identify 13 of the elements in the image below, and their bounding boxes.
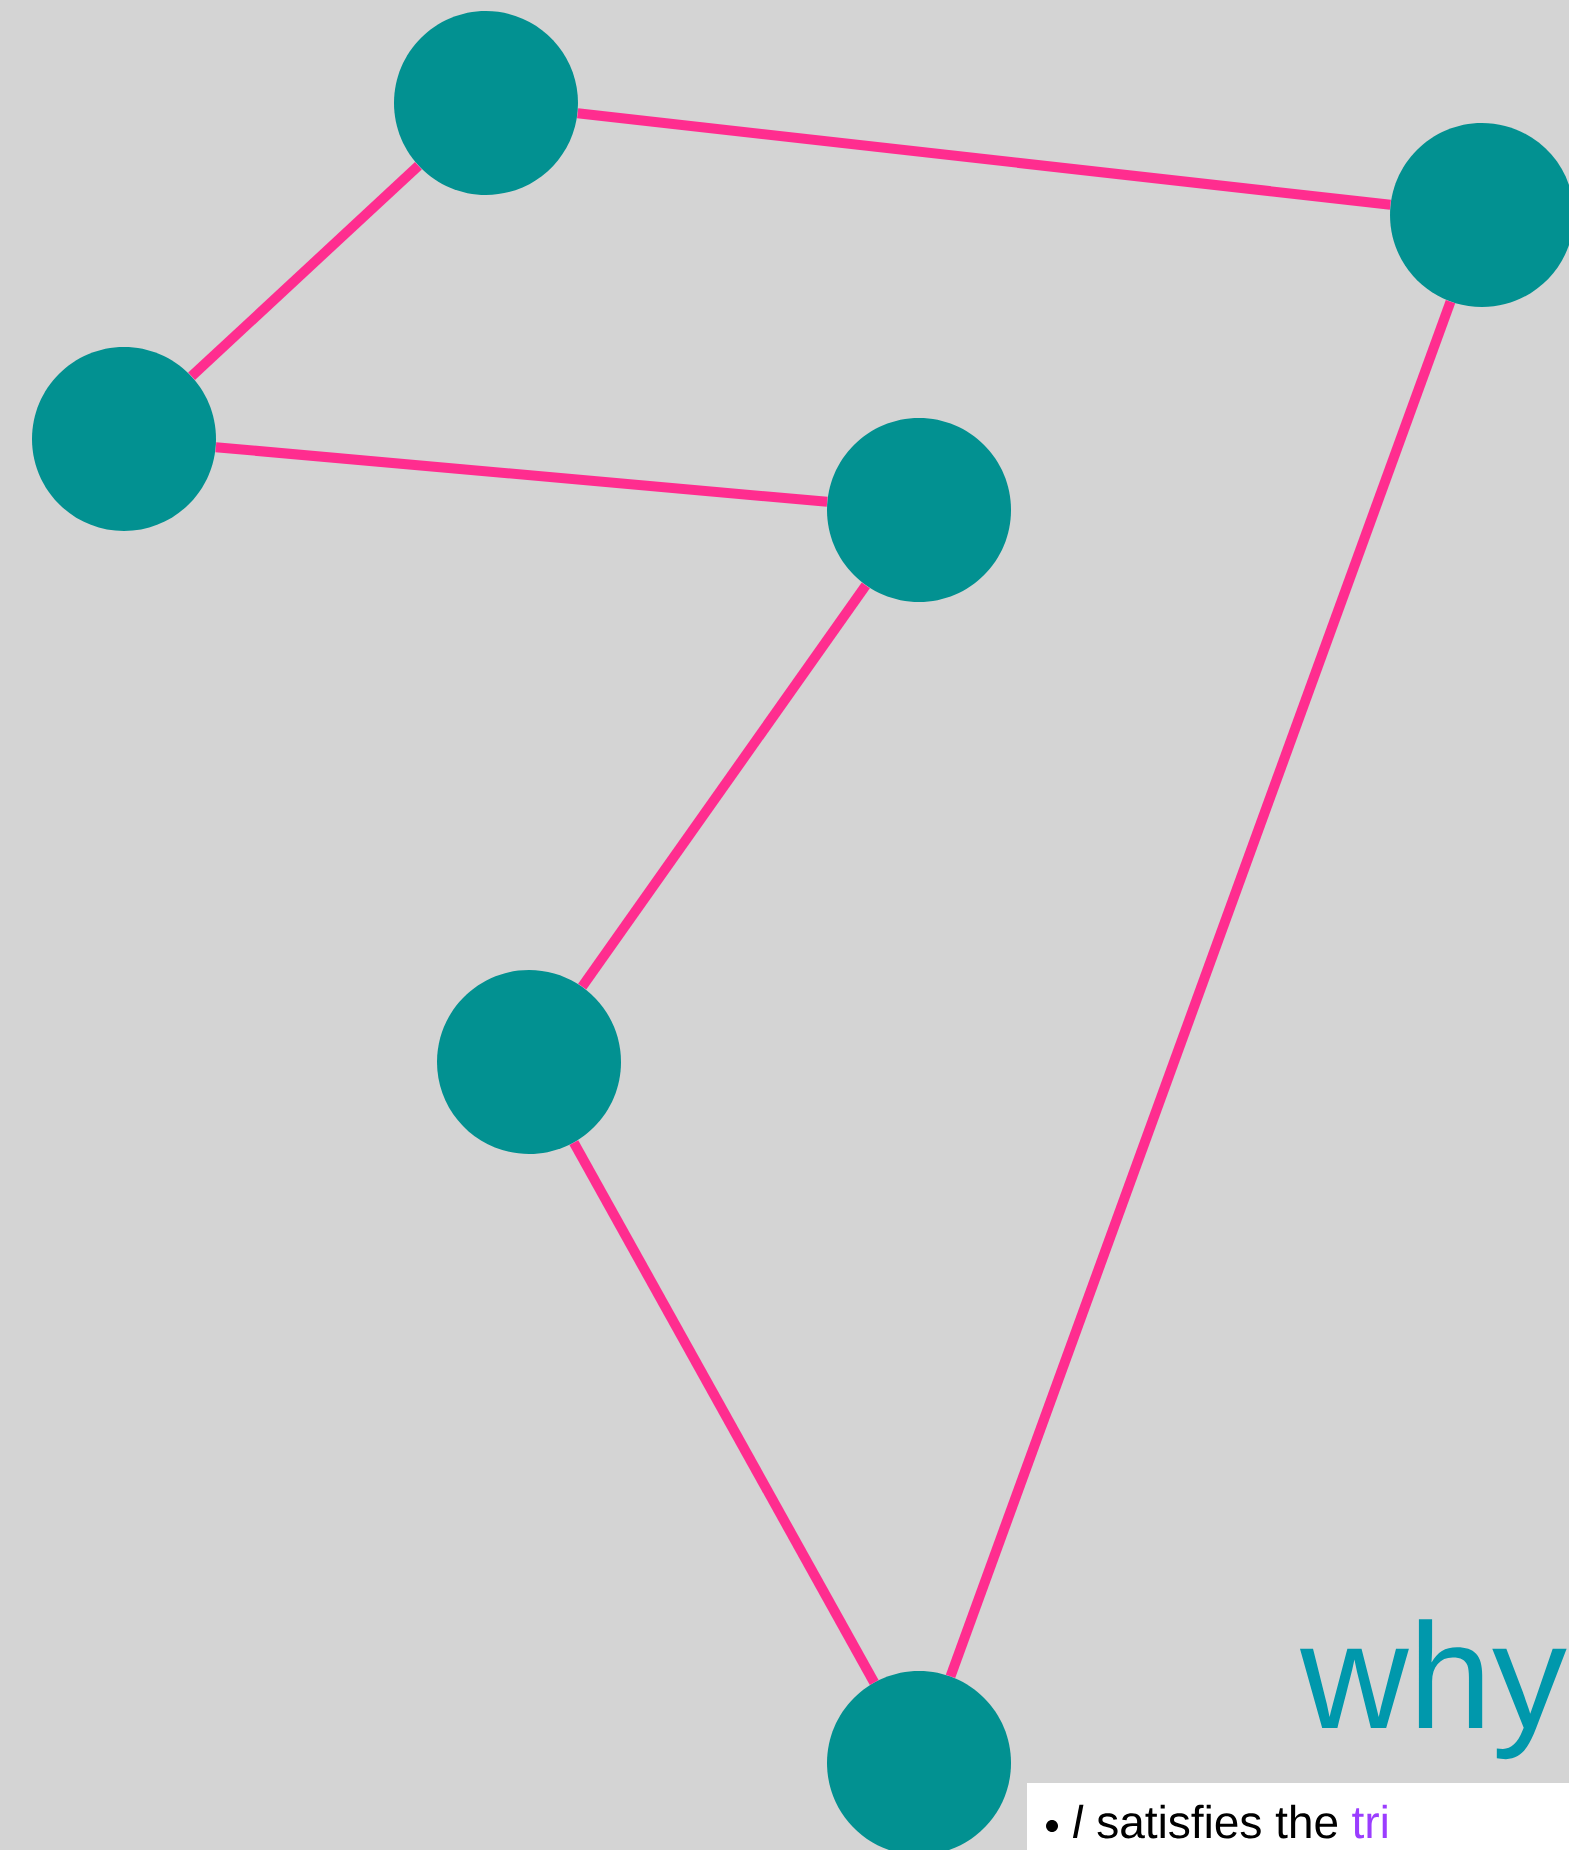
connector-line — [569, 1140, 879, 1685]
circle-node — [437, 970, 621, 1154]
connector-line — [945, 299, 1456, 1679]
connector-line — [215, 442, 828, 507]
circle-node — [827, 418, 1011, 602]
link-text: tri — [1352, 1804, 1387, 1839]
circle-node — [32, 347, 216, 531]
circle-node — [394, 11, 578, 195]
bullet-text: l satisfies the — [1072, 1804, 1338, 1839]
connector-line — [577, 108, 1391, 210]
connector-line — [578, 582, 870, 990]
heading-text: why — [1300, 1619, 1567, 1760]
connector-line — [188, 162, 422, 380]
